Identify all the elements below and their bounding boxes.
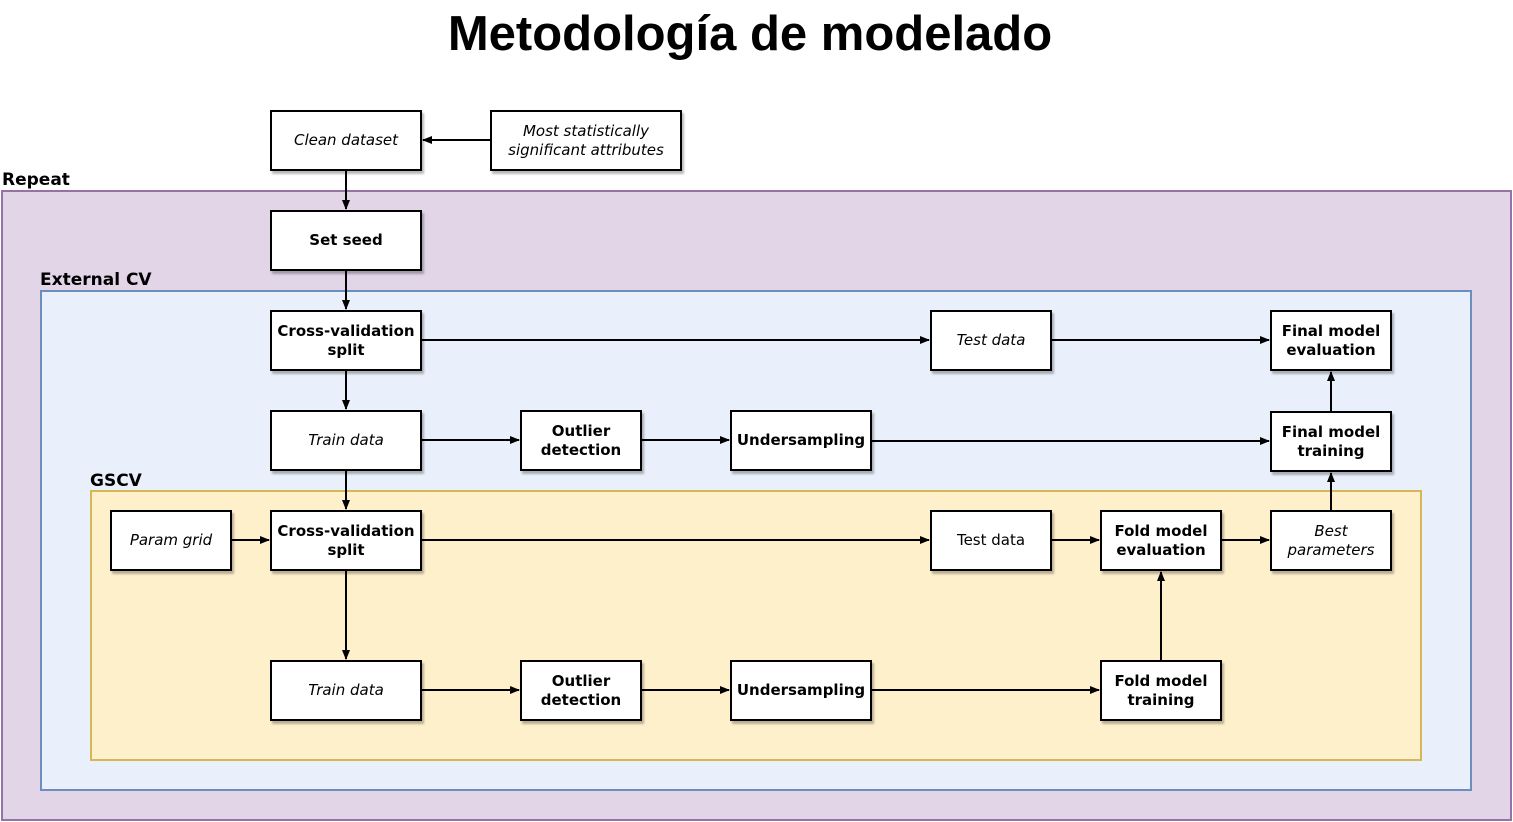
test-data-inner-node: Test data [930, 510, 1052, 571]
fold-model-training-node: Fold model training [1100, 660, 1222, 721]
outlier-detection-outer-node: Outlier detection [520, 410, 642, 471]
param-grid-node: Param grid [110, 510, 232, 571]
repeat-label: Repeat [2, 170, 70, 190]
test-data-outer-node: Test data [930, 310, 1052, 371]
external-cv-label: External CV [40, 270, 152, 290]
diagram-title: Metodología de modelado [447, 7, 1053, 61]
train-data-outer-node: Train data [270, 410, 422, 471]
final-model-evaluation-node: Final model evaluation [1270, 310, 1392, 371]
set-seed-node: Set seed [270, 210, 422, 271]
train-data-inner-node: Train data [270, 660, 422, 721]
cv-split-outer-node: Cross-validation split [270, 310, 422, 371]
clean-dataset-node: Clean dataset [270, 110, 422, 171]
fold-model-evaluation-node: Fold model evaluation [1100, 510, 1222, 571]
undersampling-inner-node: Undersampling [730, 660, 872, 721]
significant-attributes-node: Most statistically significant attribute… [490, 110, 682, 171]
undersampling-outer-node: Undersampling [730, 410, 872, 471]
cv-split-inner-node: Cross-validation split [270, 510, 422, 571]
best-parameters-node: Best parameters [1270, 510, 1392, 571]
outlier-detection-inner-node: Outlier detection [520, 660, 642, 721]
final-model-training-node: Final model training [1270, 411, 1392, 472]
gscv-label: GSCV [90, 471, 142, 491]
